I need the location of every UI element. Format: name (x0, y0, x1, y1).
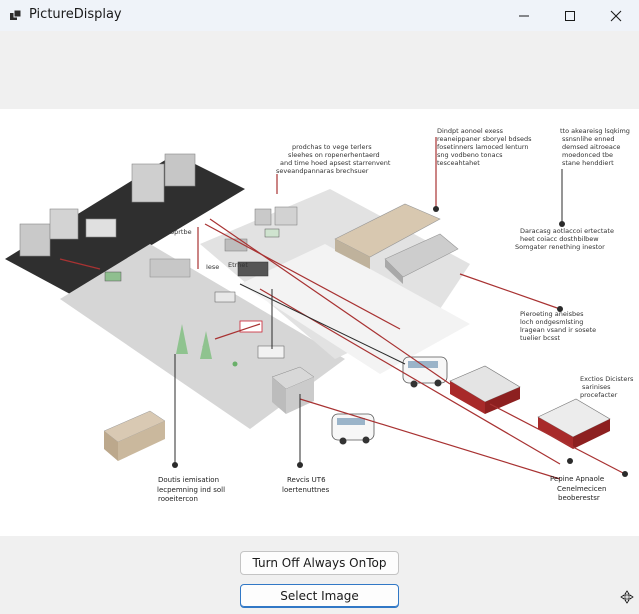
bottom-left-building (103, 410, 166, 461)
label-line: procefacter (580, 391, 618, 399)
minimize-button[interactable] (501, 0, 547, 31)
label-line: rooeitercon (158, 495, 198, 503)
label-line: fosetinners lamoced lenturn (437, 143, 529, 151)
client-area-top (0, 31, 639, 109)
van-1 (402, 356, 448, 388)
label-line: Dindpt aonoel exess (437, 127, 504, 135)
label-line: prodchas to vege terlers (292, 143, 372, 151)
label-line: stane henddiert (562, 159, 614, 167)
label-line: Doutis iemisation (158, 476, 219, 484)
callout-label-top-right-1: Dindpt aonoel exess reaneippaner sboryel… (437, 127, 532, 167)
warehouse-row (334, 203, 459, 284)
device-box-1 (449, 365, 521, 414)
label-line: sarinises (582, 383, 611, 391)
van-2 (331, 413, 375, 445)
label-line: loch ondgesmlsting (520, 318, 583, 326)
callout-label-right: Pieroeting aneisbes loch ondgesmlsting l… (520, 310, 596, 342)
close-icon (610, 10, 622, 21)
label-line: Sprtbe (170, 228, 192, 236)
label-line: moedonced tbe (562, 151, 613, 159)
label-line: loertenuttnes (282, 486, 330, 494)
black-leader-lines (174, 169, 563, 464)
close-button[interactable] (593, 0, 639, 31)
label-line: demsed aitroeace (562, 143, 620, 151)
callout-label-bottom-right: Pepine Apnaole Cenelmecicen beoberestsr (550, 475, 606, 502)
minimize-icon (519, 15, 529, 16)
callout-label-top-center: prodchas to vege terlers sleehes on rope… (276, 143, 391, 175)
select-image-button[interactable]: Select Image (240, 584, 399, 608)
label-line: reaneippaner sboryel bdseds (437, 135, 532, 143)
marker-dots (172, 206, 628, 477)
label-line: Revcis UT6 (287, 476, 326, 484)
label-line: Etrnet (228, 261, 248, 269)
label-line: sng vodbeno tonacs (437, 151, 503, 159)
callout-label-mid-right: Daracasg aotlaccoi ertectate heet coiacc… (515, 227, 614, 251)
label-line: Somgater renething inestor (515, 243, 605, 251)
label-line: Iese (206, 263, 219, 271)
label-line: seveandpannaras brechsuer (276, 167, 369, 175)
label-line: Cenelmecicen (557, 485, 606, 493)
label-line: tesceahtahet (437, 159, 480, 167)
picture-box: prodchas to vege terlers sleehes on rope… (0, 109, 639, 536)
title-bar[interactable]: PictureDisplay (0, 0, 639, 31)
label-line: ssnsnlihe enned (562, 135, 615, 143)
label-line: Pepine Apnaole (550, 475, 604, 483)
floor-labels: Sprtbe Etrnet Iese (170, 228, 248, 271)
label-line: Pieroeting aneisbes (520, 310, 584, 318)
window-title: PictureDisplay (29, 7, 122, 22)
always-on-top-toggle-button[interactable]: Turn Off Always OnTop (240, 551, 399, 575)
label-line: tto akeareisg lsqkimg (560, 127, 630, 135)
label-line: Daracasg aotlaccoi ertectate (520, 227, 614, 235)
label-line: beoberestsr (558, 494, 600, 502)
app-window-icon (10, 9, 22, 20)
callout-label-far-right: Exctios Dicisters sarinises procefacter (580, 375, 634, 399)
callout-label-top-right-2: tto akeareisg lsqkimg ssnsnlihe enned de… (560, 127, 630, 167)
move-cursor-icon (620, 590, 634, 604)
callout-label-bottom-left: Doutis iemisation lecpemning ind soll ro… (157, 476, 225, 503)
white-road (240, 244, 470, 374)
isometric-logistics-illustration: prodchas to vege terlers sleehes on rope… (5, 127, 634, 503)
label-line: tuelier bcsst (520, 334, 560, 342)
maximize-icon (565, 10, 575, 21)
dark-platform (5, 154, 245, 294)
label-line: lecpemning ind soll (157, 486, 225, 494)
label-line: lragean vsand ir sosete (520, 326, 596, 334)
callout-label-bottom-middle: Revcis UT6 loertenuttnes (282, 476, 330, 494)
label-line: Exctios Dicisters (580, 375, 634, 383)
maximize-button[interactable] (547, 0, 593, 31)
label-line: heet coiacc dosthbilbew (520, 235, 599, 243)
label-line: sleehes on ropenerhentaerd (288, 151, 380, 159)
container-group-1 (19, 153, 196, 257)
device-box-2 (537, 398, 611, 449)
label-line: and time hoed apsest starrenvent (280, 159, 391, 167)
